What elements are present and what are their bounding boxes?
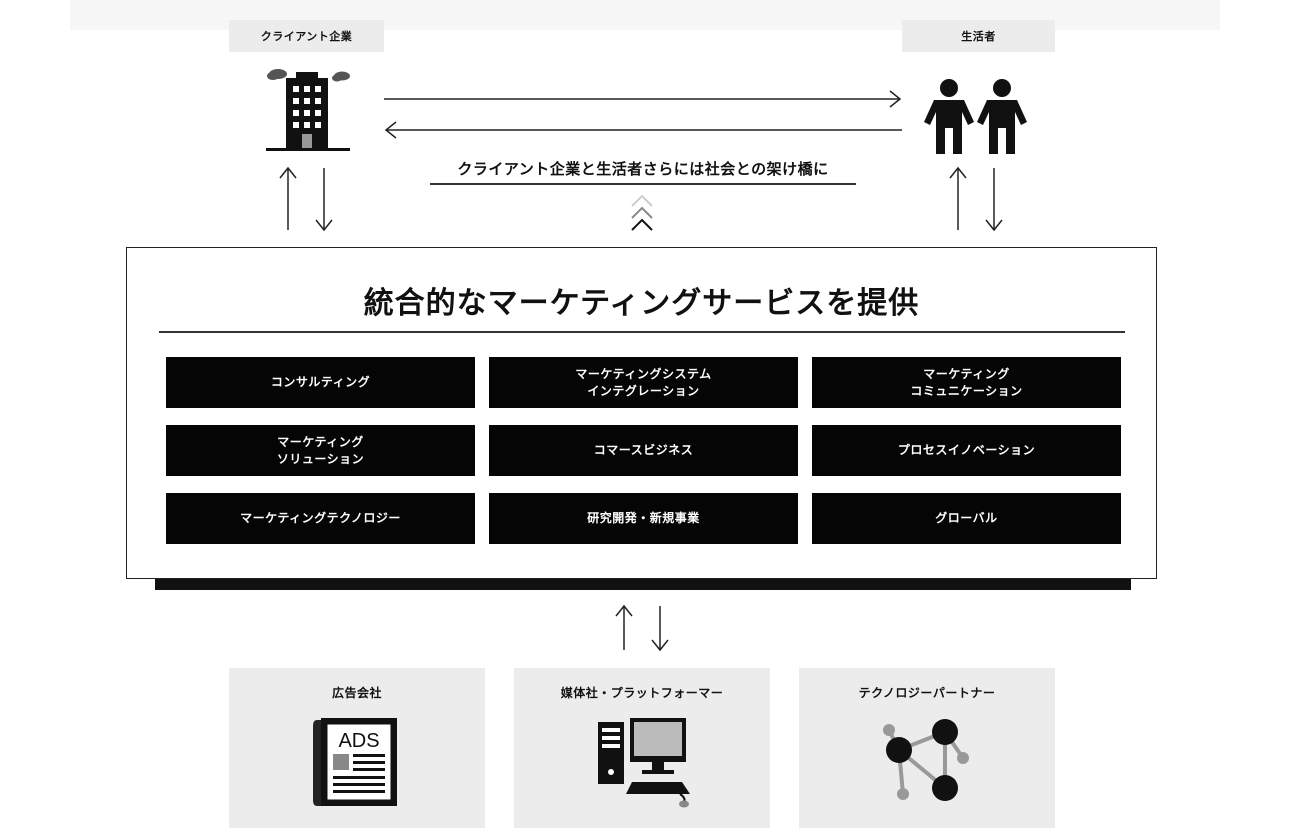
consumer-updown-arrows bbox=[949, 166, 1003, 232]
partner-label: テクノロジーパートナー bbox=[858, 686, 996, 700]
client-consumer-arrows bbox=[384, 90, 902, 139]
service-global[interactable]: グローバル bbox=[812, 493, 1121, 544]
client-updown-arrows bbox=[279, 166, 333, 232]
service-consulting[interactable]: コンサルティング bbox=[166, 357, 475, 408]
service-marketing-communication[interactable]: マーケティング コミュニケーション bbox=[812, 357, 1121, 408]
ads-icon-text: ADS bbox=[338, 730, 379, 752]
partner-label: 媒体社・プラットフォーマー bbox=[560, 686, 724, 700]
network-nodes-icon bbox=[799, 710, 1055, 820]
service-commerce-business[interactable]: コマースビジネス bbox=[489, 425, 798, 476]
partner-technology[interactable]: テクノロジーパートナー bbox=[799, 668, 1055, 828]
two-people-icon bbox=[924, 79, 1027, 154]
service-marketing-system-integration[interactable]: マーケティングシステム インテグレーション bbox=[489, 357, 798, 408]
service-rnd-new-business[interactable]: 研究開発・新規事業 bbox=[489, 493, 798, 544]
partner-label: 広告会社 bbox=[331, 686, 382, 700]
main-title: 統合的なマーケティングサービスを提供 bbox=[363, 286, 920, 321]
main-box-shadow bbox=[155, 578, 1131, 590]
partners-updown-arrows bbox=[615, 604, 669, 652]
office-building-icon bbox=[266, 69, 350, 151]
title-divider bbox=[159, 331, 1125, 333]
bridge-tagline: クライアント企業と生活者さらには社会との架け橋に bbox=[430, 158, 856, 185]
desktop-computer-icon bbox=[514, 710, 770, 820]
services-grid: コンサルティング マーケティングシステム インテグレーション マーケティング コ… bbox=[166, 357, 1121, 544]
service-marketing-technology[interactable]: マーケティングテクノロジー bbox=[166, 493, 475, 544]
service-marketing-solution[interactable]: マーケティング ソリューション bbox=[166, 425, 475, 476]
consumer-label: 生活者 bbox=[902, 20, 1055, 52]
service-process-innovation[interactable]: プロセスイノベーション bbox=[812, 425, 1121, 476]
client-label: クライアント企業 bbox=[229, 20, 384, 52]
integrated-services-panel: 統合的なマーケティングサービスを提供 コンサルティング マーケティングシステム … bbox=[126, 247, 1157, 579]
partner-ad-agency[interactable]: 広告会社 ADS bbox=[229, 668, 485, 828]
newspaper-ads-icon: ADS bbox=[229, 710, 485, 820]
partner-media-platformer[interactable]: 媒体社・プラットフォーマー bbox=[514, 668, 770, 828]
chevrons-up-icon bbox=[631, 194, 653, 231]
